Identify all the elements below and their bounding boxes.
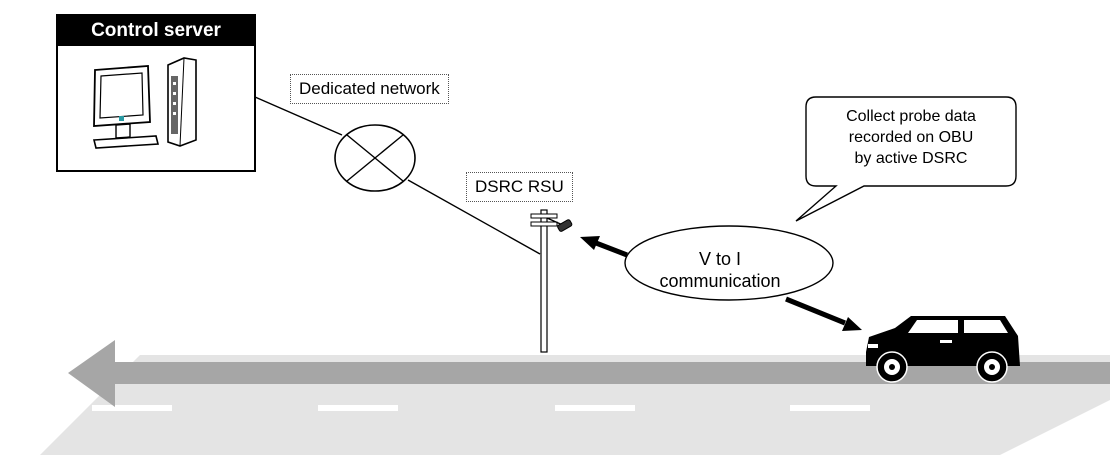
car-icon [866, 316, 1020, 383]
dedicated-network-label: Dedicated network [290, 74, 449, 104]
callout-line-1: Collect probe data [846, 108, 976, 125]
callout-text: Collect probe data recorded on OBU by ac… [806, 106, 1016, 169]
road-direction-arrow [68, 340, 1110, 407]
arrow-to-rsu [580, 236, 628, 258]
dsrc-rsu-label: DSRC RSU [466, 172, 573, 202]
communication-line-1: V to I [698, 249, 742, 269]
lane-markings [92, 405, 870, 411]
network-switch-icon [334, 124, 416, 192]
computer-icon [92, 65, 160, 149]
arrow-to-car [785, 296, 862, 331]
server-to-network-line [254, 96, 343, 136]
callout-line-3: by active DSRC [854, 150, 968, 167]
communication-line-2: communication [659, 271, 781, 291]
communication-text: V to I communication [630, 248, 810, 292]
server-tower-icon [167, 57, 197, 147]
network-to-rsu-line [407, 179, 541, 255]
callout-bubble [795, 96, 1017, 222]
callout-line-2: recorded on OBU [848, 129, 974, 146]
rsu-pole-icon [530, 209, 573, 353]
communication-ellipse [624, 225, 834, 301]
